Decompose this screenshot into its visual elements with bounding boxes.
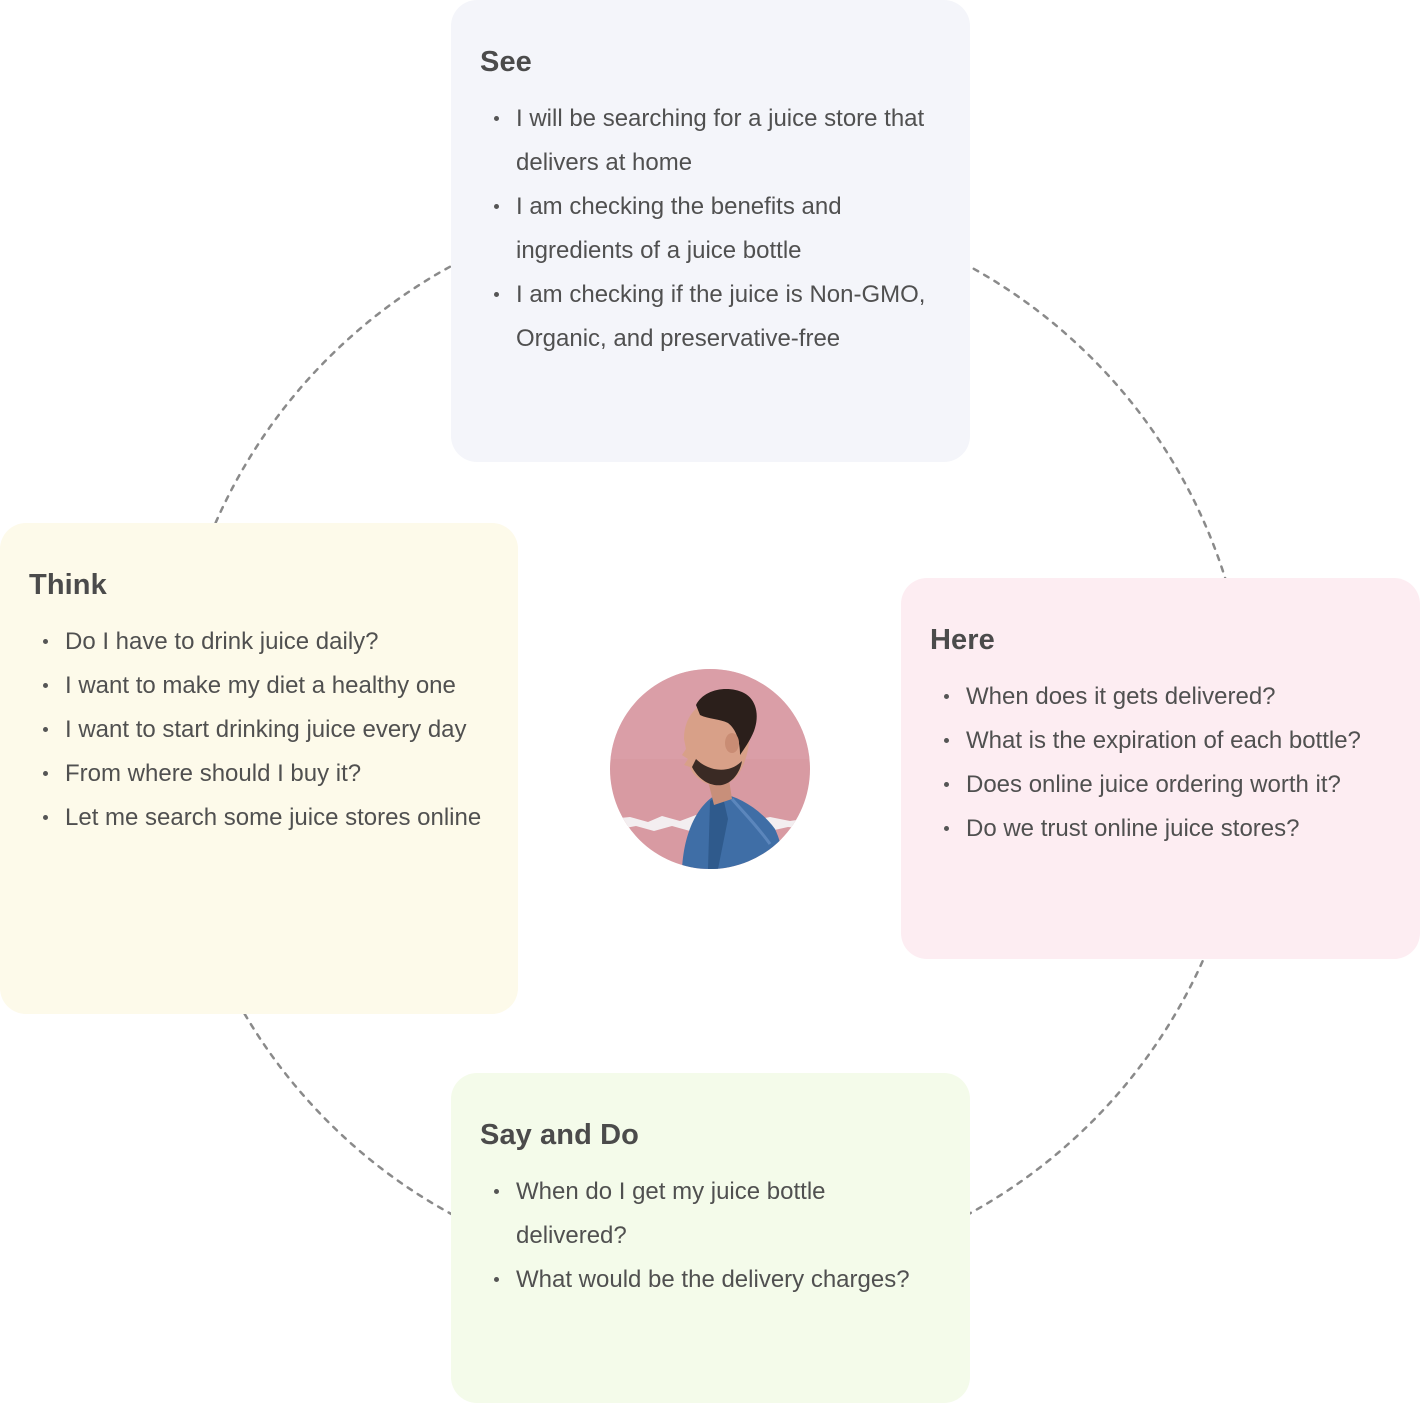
avatar — [610, 669, 810, 869]
think-title: Think — [29, 569, 107, 601]
see-card: See I will be searching for a juice stor… — [451, 0, 970, 462]
see-title: See — [480, 46, 532, 78]
think-item: I want to make my diet a healthy one — [35, 664, 488, 708]
say-and-do-card: Say and Do When do I get my juice bottle… — [451, 1073, 970, 1403]
see-item: I am checking the benefits and ingredien… — [486, 185, 940, 273]
see-item: I am checking if the juice is Non-GMO, O… — [486, 273, 940, 361]
see-item: I will be searching for a juice store th… — [486, 97, 940, 185]
person-profile-photo — [610, 669, 810, 869]
say-and-do-item: What would be the delivery charges? — [486, 1258, 940, 1302]
here-item: Do we trust online juice stores? — [936, 807, 1390, 851]
here-item: Does online juice ordering worth it? — [936, 763, 1390, 807]
here-title: Here — [930, 624, 995, 656]
say-and-do-item: When do I get my juice bottle delivered? — [486, 1170, 940, 1258]
see-list: I will be searching for a juice store th… — [480, 97, 940, 361]
here-card: Here When does it gets delivered? What i… — [901, 578, 1420, 959]
here-item: When does it gets delivered? — [936, 675, 1390, 719]
here-item: What is the expiration of each bottle? — [936, 719, 1390, 763]
say-and-do-title: Say and Do — [480, 1119, 639, 1151]
think-list: Do I have to drink juice daily? I want t… — [29, 620, 488, 840]
think-item: From where should I buy it? — [35, 752, 488, 796]
here-list: When does it gets delivered? What is the… — [930, 675, 1390, 851]
think-card: Think Do I have to drink juice daily? I … — [0, 523, 518, 1014]
think-item: I want to start drinking juice every day — [35, 708, 488, 752]
think-item: Do I have to drink juice daily? — [35, 620, 488, 664]
think-item: Let me search some juice stores online — [35, 796, 488, 840]
say-and-do-list: When do I get my juice bottle delivered?… — [480, 1170, 940, 1302]
